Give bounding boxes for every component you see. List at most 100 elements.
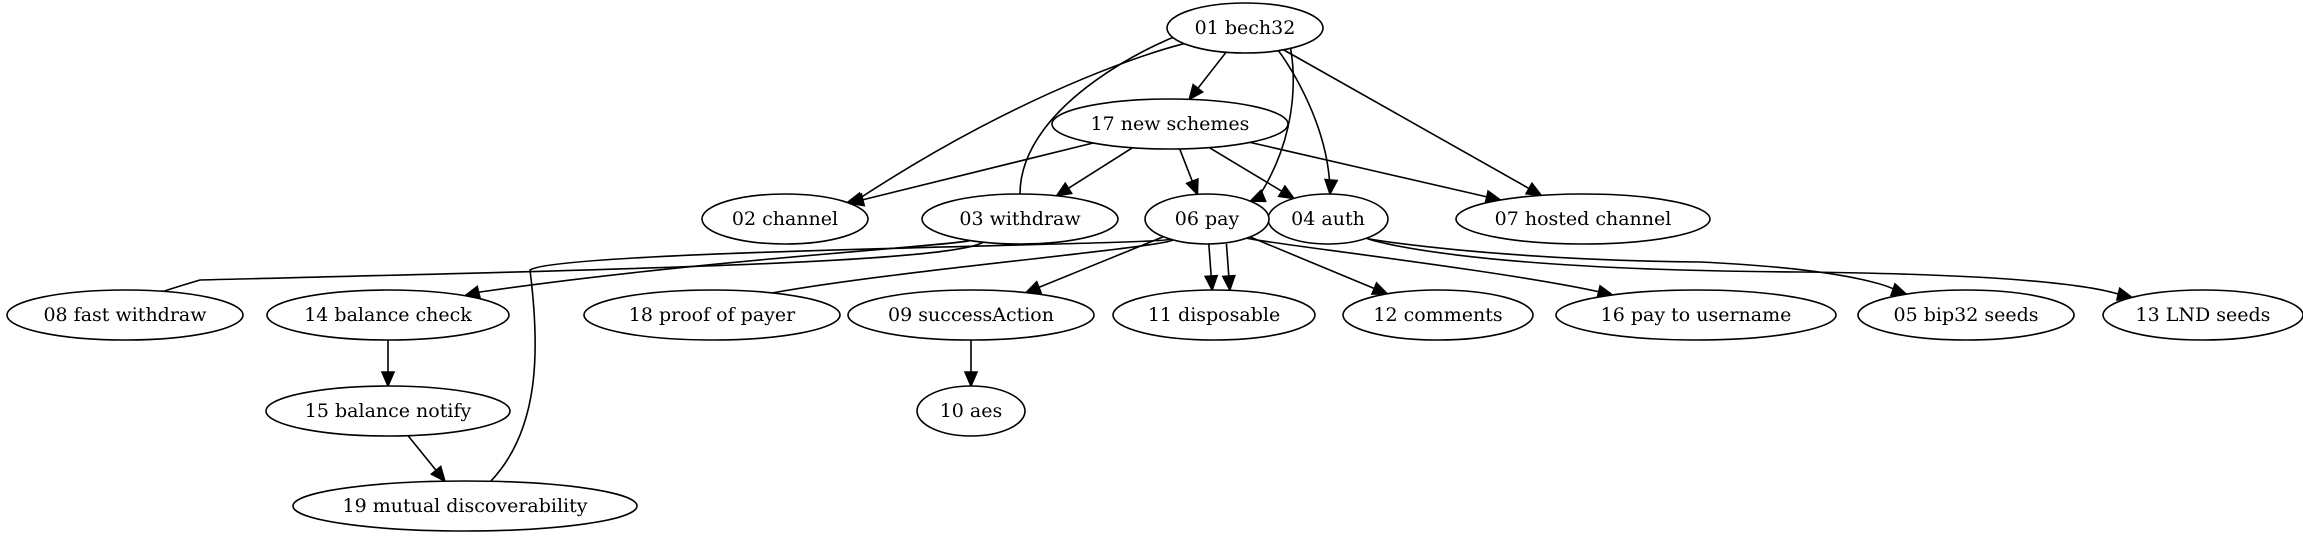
- node-n04[interactable]: 04 auth: [1267, 193, 1389, 245]
- arrowhead-icon: [1889, 282, 1909, 297]
- edge-line: [1249, 236, 1377, 291]
- arrowhead-icon: [1323, 178, 1339, 197]
- edge-line: [407, 435, 440, 474]
- node-label: 08 fast withdraw: [43, 304, 207, 326]
- edge-n01-to-n07: [1283, 49, 1543, 197]
- node-label: 12 comments: [1373, 304, 1502, 326]
- edge-line: [476, 239, 971, 294]
- node-label: 15 balance notify: [305, 400, 472, 422]
- node-n02[interactable]: 02 channel: [701, 193, 869, 245]
- edge-n17-to-n02: [847, 142, 1094, 207]
- node-n14[interactable]: 14 balance check: [266, 289, 510, 341]
- edge-n01-to-n03: [1019, 36, 1174, 195]
- node-ellipse: [1144, 193, 1270, 245]
- node-n10[interactable]: 10 aes: [916, 385, 1026, 437]
- node-ellipse: [1555, 289, 1837, 341]
- node-label: 01 bech32: [1195, 17, 1296, 39]
- node-label: 13 LND seeds: [2136, 304, 2271, 326]
- edge-line: [1249, 141, 1490, 199]
- node-ellipse: [1455, 193, 1711, 245]
- edge-n06-to-n12: [1249, 236, 1390, 295]
- edge-n17-to-n07: [1249, 141, 1503, 204]
- edge-n04-to-n13: [1366, 237, 2134, 301]
- edge-line: [481, 238, 1171, 491]
- edge-line: [860, 142, 1094, 202]
- edge-n17-to-n04: [1208, 146, 1296, 200]
- arrowhead-icon: [1188, 83, 1205, 101]
- edge-n06-to-n11: [1203, 243, 1219, 293]
- arrowhead-icon: [2115, 286, 2134, 301]
- node-label: 14 balance check: [304, 304, 472, 326]
- edge-line: [1194, 51, 1227, 92]
- edge-n01-to-n17: [1188, 51, 1227, 101]
- arrowhead-icon: [1248, 188, 1267, 203]
- node-n06[interactable]: 06 pay: [1144, 193, 1270, 245]
- arrowhead-icon: [1203, 274, 1219, 293]
- node-ellipse: [701, 193, 869, 245]
- edge-line: [1065, 147, 1133, 191]
- node-ellipse: [2102, 289, 2303, 341]
- node-label: 04 auth: [1291, 208, 1365, 230]
- edge-n01-to-n06: [1248, 47, 1295, 203]
- node-ellipse: [6, 289, 244, 341]
- node-n05[interactable]: 05 bip32 seeds: [1857, 289, 2075, 341]
- node-label: 05 bip32 seeds: [1894, 304, 2039, 326]
- edge-n17-to-n03: [1054, 147, 1133, 197]
- node-n01[interactable]: 01 bech32: [1166, 2, 1324, 54]
- node-n16[interactable]: 16 pay to username: [1555, 289, 1837, 341]
- arrowhead-icon: [1221, 274, 1236, 293]
- arrowhead-icon: [1054, 181, 1073, 197]
- arrowhead-icon: [429, 465, 447, 483]
- node-label: 09 successAction: [888, 304, 1054, 326]
- node-label: 07 hosted channel: [1495, 208, 1672, 230]
- node-ellipse: [916, 385, 1026, 437]
- arrowhead-icon: [1524, 181, 1543, 197]
- edge-line: [1225, 243, 1230, 281]
- edge-line: [1283, 49, 1532, 191]
- edge-n14-to-n15: [380, 339, 396, 389]
- node-n08[interactable]: 08 fast withdraw: [6, 289, 244, 341]
- node-label: 18 proof of payer: [629, 304, 796, 326]
- edge-line: [1178, 148, 1195, 186]
- node-ellipse: [1857, 289, 2075, 341]
- node-label: 03 withdraw: [959, 208, 1081, 230]
- node-label: 11 disposable: [1148, 304, 1280, 326]
- node-n18[interactable]: 18 proof of payer: [583, 289, 841, 341]
- arrowhead-icon: [1370, 281, 1390, 295]
- arrowhead-icon: [1185, 177, 1199, 197]
- node-label: 17 new schemes: [1091, 113, 1250, 135]
- node-n11[interactable]: 11 disposable: [1112, 289, 1316, 341]
- node-ellipse: [1112, 289, 1316, 341]
- node-n19[interactable]: 19 mutual discoverability: [292, 480, 638, 532]
- node-n17[interactable]: 17 new schemes: [1051, 98, 1289, 150]
- node-n09[interactable]: 09 successAction: [847, 289, 1095, 341]
- node-n13[interactable]: 13 LND seeds: [2102, 289, 2303, 341]
- node-label: 19 mutual discoverability: [342, 495, 587, 517]
- arrowhead-icon: [1024, 280, 1043, 294]
- edge-n06-to-n11: [1221, 243, 1236, 293]
- node-n03[interactable]: 03 withdraw: [921, 193, 1119, 245]
- node-ellipse: [292, 480, 638, 532]
- edge-n06-to-n19: [475, 238, 1171, 497]
- edge-n01-to-n04: [1277, 49, 1339, 197]
- arrowhead-icon: [380, 371, 396, 389]
- node-ellipse: [921, 193, 1119, 245]
- edge-line: [1366, 237, 1897, 292]
- edge-line: [1366, 237, 2121, 296]
- arrowhead-icon: [847, 192, 866, 207]
- node-n15[interactable]: 15 balance notify: [265, 385, 511, 437]
- edge-line: [760, 239, 1174, 298]
- node-ellipse: [1342, 289, 1534, 341]
- graph-edges: [144, 36, 2134, 497]
- node-n12[interactable]: 12 comments: [1342, 289, 1534, 341]
- edge-n06-to-n09: [1024, 236, 1164, 294]
- edge-line: [150, 241, 984, 299]
- node-label: 16 pay to username: [1601, 304, 1792, 326]
- node-ellipse: [583, 289, 841, 341]
- node-ellipse: [847, 289, 1095, 341]
- node-n07[interactable]: 07 hosted channel: [1455, 193, 1711, 245]
- node-ellipse: [265, 385, 511, 437]
- arrowhead-icon: [1277, 184, 1296, 200]
- edge-n15-to-n19: [407, 435, 447, 483]
